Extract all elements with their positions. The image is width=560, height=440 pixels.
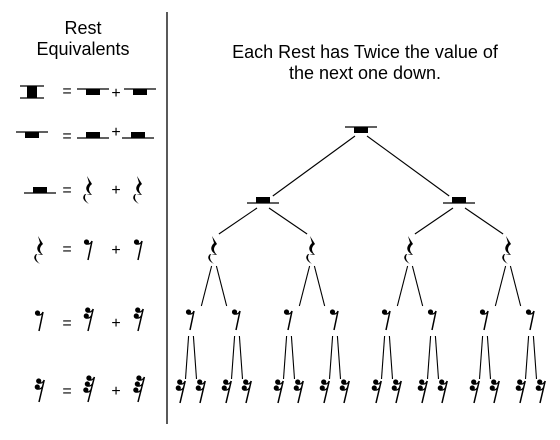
equals-sign: =	[62, 383, 72, 400]
tree-branch	[524, 335, 530, 380]
eighth-rest-icon	[525, 309, 535, 331]
tree-branch	[388, 335, 394, 380]
plus-sign: +	[111, 315, 121, 332]
thirty-second-rest-icon	[133, 375, 146, 403]
sixteenth-rest-icon	[515, 379, 526, 404]
plus-sign: +	[111, 124, 121, 141]
sixteenth-rest-icon	[469, 379, 480, 404]
plus-sign: +	[111, 182, 121, 199]
sixteenth-rest-icon	[273, 379, 284, 404]
tree-branch	[313, 265, 326, 307]
plus-sign: +	[111, 242, 121, 259]
sixteenth-rest-icon	[391, 379, 402, 404]
sixteenth-rest-icon	[195, 379, 206, 404]
sixteenth-rest-icon	[339, 379, 350, 404]
sixteenth-rest-icon	[319, 379, 330, 404]
eighth-rest-icon	[283, 309, 293, 331]
right-panel-title: Each Rest has Twice the value of the nex…	[180, 42, 550, 84]
eighth-rest-icon	[479, 309, 489, 331]
tree-branch	[282, 335, 288, 380]
eighth-rest-icon	[133, 239, 143, 261]
equals-sign: =	[62, 83, 72, 100]
quarter-rest-icon	[133, 176, 142, 204]
quarter-rest-icon	[34, 236, 43, 264]
equals-sign: =	[62, 315, 72, 332]
half-rest-icon	[247, 197, 279, 204]
tree-branch	[464, 207, 504, 235]
tree-branch	[478, 335, 484, 380]
tree-branch	[509, 265, 522, 307]
whole-rest-icon	[16, 131, 48, 138]
sixteenth-rest-icon	[437, 379, 448, 404]
tree-branch	[396, 265, 409, 307]
sixteenth-rest-icon	[83, 307, 94, 332]
quarter-rest-icon	[83, 176, 92, 204]
tree-branch	[328, 335, 334, 380]
left-title-line2: Equivalents	[36, 39, 130, 59]
left-title-line1: Rest	[64, 18, 102, 38]
sixteenth-rest-icon	[417, 379, 428, 404]
eighth-rest-icon	[427, 309, 437, 331]
eighth-rest-icon	[185, 309, 195, 331]
equals-sign: =	[62, 128, 72, 145]
tree-branch	[411, 265, 424, 307]
whole-rest-icon	[345, 126, 377, 133]
whole-rest-icon	[124, 88, 156, 95]
sixteenth-rest-icon	[175, 379, 186, 404]
tree-branch	[486, 335, 492, 380]
eighth-rest-icon	[329, 309, 339, 331]
half-rest-icon	[77, 132, 109, 139]
eighth-rest-icon	[231, 309, 241, 331]
tree-branch	[532, 335, 538, 380]
quarter-rest-icon	[404, 236, 413, 264]
tree-branch	[272, 135, 356, 197]
right-title-line1: Each Rest has Twice the value of	[232, 42, 498, 62]
quarter-rest-icon	[208, 236, 217, 264]
tree-branch	[218, 207, 258, 235]
double-whole-rest-icon	[20, 85, 44, 99]
tree-branch	[414, 207, 454, 235]
sixteenth-rest-icon	[133, 307, 144, 332]
eighth-rest-icon	[34, 310, 44, 332]
sixteenth-rest-icon	[221, 379, 232, 404]
sixteenth-rest-icon	[489, 379, 500, 404]
plus-sign: +	[111, 383, 121, 400]
tree-branch	[290, 335, 296, 380]
tree-branch	[268, 207, 308, 235]
whole-rest-icon	[77, 88, 109, 95]
sixteenth-rest-icon	[34, 378, 45, 403]
left-panel-title: Rest Equivalents	[10, 18, 156, 60]
eighth-rest-icon	[83, 239, 93, 261]
tree-branch	[434, 335, 440, 380]
tree-branch	[200, 265, 213, 307]
tree-branch	[336, 335, 342, 380]
quarter-rest-icon	[306, 236, 315, 264]
tree-branch	[192, 335, 198, 380]
tree-branch	[184, 335, 190, 380]
half-rest-icon	[24, 187, 56, 194]
half-rest-icon	[443, 197, 475, 204]
sixteenth-rest-icon	[293, 379, 304, 404]
equals-sign: =	[62, 182, 72, 199]
right-title-line2: the next one down.	[288, 63, 442, 83]
tree-branch	[380, 335, 386, 380]
tree-branch	[494, 265, 507, 307]
tree-branch	[238, 335, 244, 380]
tree-branch	[426, 335, 432, 380]
tree-branch	[366, 135, 450, 197]
thirty-second-rest-icon	[83, 375, 96, 403]
tree-branch	[215, 265, 228, 307]
sixteenth-rest-icon	[241, 379, 252, 404]
plus-sign: +	[111, 85, 121, 102]
equals-sign: =	[62, 241, 72, 258]
sixteenth-rest-icon	[371, 379, 382, 404]
quarter-rest-icon	[502, 236, 511, 264]
tree-branch	[230, 335, 236, 380]
tree-branch	[298, 265, 311, 307]
half-rest-icon	[122, 132, 154, 139]
eighth-rest-icon	[381, 309, 391, 331]
sixteenth-rest-icon	[535, 379, 546, 404]
